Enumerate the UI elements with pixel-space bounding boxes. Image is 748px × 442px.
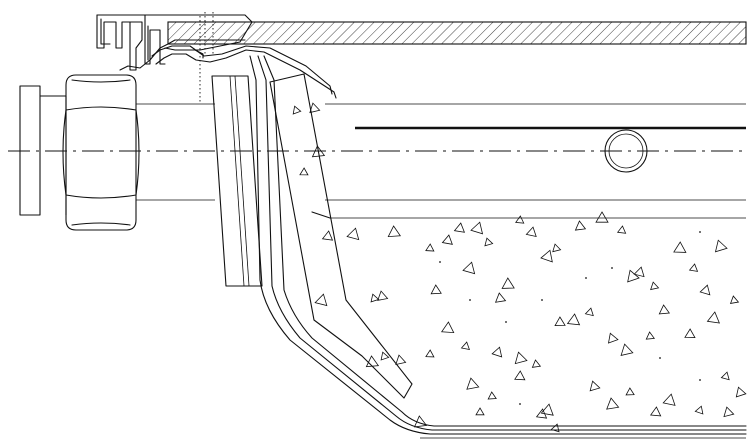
aggregate-triangle [425, 243, 435, 252]
aggregate-triangle [720, 371, 730, 381]
aggregate-triangle [658, 304, 671, 315]
aggregate-triangle [627, 269, 640, 283]
concrete-fill-aggregate [292, 102, 747, 433]
aggregate-triangle [309, 102, 321, 114]
aggregate-triangle [413, 415, 428, 428]
aggregate-triangle [607, 332, 619, 344]
aggregate-triangle [514, 351, 528, 365]
hatched-cover-plate [167, 21, 747, 45]
aggregate-triangle [684, 328, 696, 338]
aggregate-triangle [595, 211, 609, 223]
aggregate-triangle [377, 290, 389, 301]
aggregate-triangle [688, 263, 699, 272]
aggregate-triangle [425, 349, 435, 358]
aggregate-triangle [314, 293, 328, 307]
aggregate-dot [699, 379, 701, 381]
aggregate-triangle [552, 243, 562, 253]
aggregate-triangle [460, 341, 471, 351]
bent-sheet-layers [249, 55, 747, 439]
aggregate-triangle [466, 377, 480, 390]
aggregate-triangle [525, 226, 537, 237]
aggregate-triangle [554, 316, 566, 326]
aggregate-triangle [673, 241, 687, 253]
aggregate-triangle [475, 407, 485, 416]
aggregate-triangle [292, 105, 302, 115]
aggregate-triangle [380, 351, 390, 361]
aggregate-triangle [649, 406, 662, 417]
aggregate-triangle [501, 277, 515, 289]
aggregate-triangle [441, 234, 453, 245]
aggregate-triangle [540, 249, 553, 263]
aggregate-triangle [462, 261, 476, 275]
aggregate-dot [469, 299, 471, 301]
aggregate-triangle [606, 397, 620, 410]
outer-shell-edge [311, 211, 331, 219]
aggregate-triangle [540, 403, 554, 416]
aggregate-triangle [370, 293, 380, 303]
aggregate-triangle [470, 221, 484, 235]
aggregate-triangle [535, 408, 548, 419]
aggregate-triangle [616, 225, 627, 234]
aggregate-triangle [453, 222, 466, 233]
aggregate-triangle [699, 284, 711, 296]
aggregate-triangle [494, 292, 507, 303]
aggregate-triangle [440, 321, 455, 334]
aggregate-dot [439, 261, 441, 263]
aggregate-triangle [735, 386, 747, 398]
aggregate-triangle [430, 284, 442, 295]
aggregate-triangle [729, 295, 740, 304]
round-rod-inner [608, 133, 644, 169]
aggregate-triangle [395, 354, 407, 365]
aggregate-dot [659, 357, 661, 359]
aggregate-dot [541, 299, 543, 301]
aggregate-triangle [566, 313, 581, 326]
aggregate-triangle [311, 145, 326, 158]
aggregate-triangle [491, 346, 503, 358]
aggregate-dot [519, 403, 521, 405]
aggregate-triangle [662, 393, 676, 406]
aggregate-triangle [645, 331, 656, 340]
aggregate-triangle [723, 406, 735, 418]
aggregate-triangle [625, 387, 635, 396]
aggregate-triangle [365, 355, 380, 368]
aggregate-dot [611, 267, 613, 269]
edge-clip-profile [96, 14, 337, 99]
aggregate-dot [585, 277, 587, 279]
aggregate-triangle [650, 281, 660, 291]
aggregate-triangle [321, 230, 334, 241]
aggregate-triangle [346, 227, 360, 241]
dotted-fastener [199, 12, 214, 102]
aggregate-triangle [387, 225, 402, 238]
aggregate-triangle [574, 220, 587, 231]
aggregate-dot [699, 231, 701, 233]
aggregate-triangle [299, 167, 309, 176]
aggregate-triangle [484, 237, 494, 247]
aggregate-triangle [514, 370, 526, 381]
bolt-shank [136, 103, 746, 219]
aggregate-triangle [694, 405, 704, 415]
aggregate-triangle [633, 266, 645, 278]
aggregate-triangle [584, 307, 594, 317]
inclined-insulation-board [269, 73, 413, 399]
aggregate-triangle [589, 380, 601, 392]
aggregate-triangle [515, 215, 525, 224]
vertical-gasket-block [211, 75, 263, 287]
aggregate-triangle [620, 343, 634, 356]
round-rod [604, 129, 648, 173]
aggregate-triangle [531, 359, 542, 368]
aggregate-triangle [714, 239, 728, 253]
aggregate-dot [505, 321, 507, 323]
hex-nut [19, 74, 140, 231]
aggregate-triangle [487, 391, 497, 400]
aggregate-triangle [706, 311, 720, 324]
aggregate-triangle [550, 423, 560, 433]
